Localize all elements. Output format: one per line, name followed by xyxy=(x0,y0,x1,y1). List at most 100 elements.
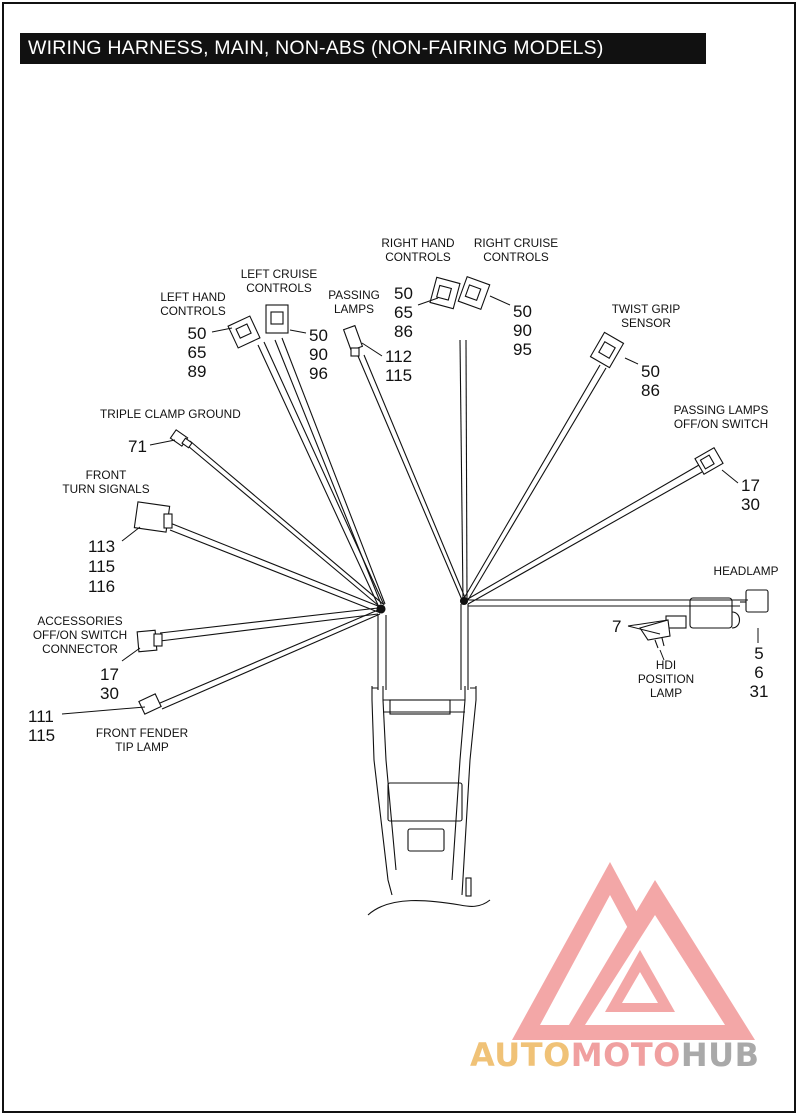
ref-number: 50 xyxy=(641,362,660,381)
leader-right-hand xyxy=(417,297,439,306)
accessories-switch-connector xyxy=(136,629,163,653)
passing-lamps-switch-connector xyxy=(694,446,724,476)
hdi-position-lamp-ref: 7 xyxy=(612,617,622,636)
hdi-position-lamp-label: HDI POSITION LAMP xyxy=(628,658,704,700)
left-hand-controls-refs: 50 65 89 xyxy=(180,324,214,381)
leader-passing-lamps xyxy=(361,342,383,357)
accessories-label-line1: ACCESSORIES xyxy=(37,614,123,628)
fender-tip-label-line1: FRONT FENDER xyxy=(95,726,189,740)
wire-passing-lamps xyxy=(357,354,467,601)
ref-number: 6 xyxy=(754,663,764,682)
right-cruise-label-line1: RIGHT CRUISE xyxy=(473,236,559,250)
ref-number: 5 xyxy=(754,644,764,663)
ref-number: 111 xyxy=(28,707,54,726)
headlamp-label: HEADLAMP xyxy=(713,564,779,578)
turn-signals-label-line2: TURN SIGNALS xyxy=(62,482,150,496)
watermark-logo-text: AUTOMOTOHUB xyxy=(470,1036,760,1074)
triple-clamp-ground-terminal xyxy=(169,429,193,449)
front-fender-tip-lamp-refs: 111 115 xyxy=(28,707,64,745)
accessories-switch-label: ACCESSORIES OFF/ON SWITCH CONNECTOR xyxy=(28,614,132,656)
ref-number: 65 xyxy=(394,303,413,322)
twist-grip-connector xyxy=(589,331,625,369)
frame-outline xyxy=(367,686,491,916)
right-hand-controls-refs: 50 65 86 xyxy=(394,284,424,341)
right-hand-label-line2: CONTROLS xyxy=(385,250,451,264)
passing-lamps-switch-refs: 17 30 xyxy=(741,476,771,514)
leader-accessories xyxy=(121,647,141,662)
ref-number: 50 xyxy=(187,324,207,343)
ref-number: 95 xyxy=(513,340,532,359)
turn-signals-label-line1: FRONT xyxy=(85,468,127,482)
leader-left-cruise xyxy=(289,329,307,334)
triple-clamp-ground-label: TRIPLE CLAMP GROUND xyxy=(100,407,241,421)
left-junction xyxy=(376,604,386,614)
ref-number: 50 xyxy=(309,326,328,345)
ref-number: 30 xyxy=(741,495,760,514)
watermark-moto: MOTO xyxy=(570,1036,681,1074)
wire-twist-grip xyxy=(462,364,607,601)
front-fender-tip-lamp-label: FRONT FENDER TIP LAMP xyxy=(88,726,196,754)
ref-number: 50 xyxy=(394,284,413,303)
right-cruise-connector xyxy=(457,275,491,311)
passing-lamps-switch-label: PASSING LAMPS OFF/ON SWITCH xyxy=(666,403,776,431)
right-cruise-controls-refs: 50 90 95 xyxy=(513,302,543,359)
ref-number: 115 xyxy=(385,366,413,385)
leader-twist-grip xyxy=(624,357,639,365)
passing-lamps-label-line1: PASSING xyxy=(328,288,380,302)
headlamp-refs: 5 6 31 xyxy=(746,644,772,701)
hdi-label-line1: HDI xyxy=(655,658,677,672)
left-hand-controls-label-line2: CONTROLS xyxy=(160,304,226,318)
passing-lamps-label-line2: LAMPS xyxy=(334,302,374,316)
left-hand-controls-label-line1: LEFT HAND xyxy=(160,290,226,304)
fender-tip-label-line2: TIP LAMP xyxy=(115,740,169,754)
ref-number: 30 xyxy=(100,684,119,703)
wire-passing-lamps-switch xyxy=(465,464,703,605)
twist-grip-label-line2: SENSOR xyxy=(621,316,671,330)
leader-right-cruise xyxy=(489,295,511,306)
left-cruise-controls-label: LEFT CRUISE CONTROLS xyxy=(236,267,322,295)
leader-hdi-a xyxy=(627,619,669,627)
harness-trunk-left xyxy=(377,615,387,690)
ref-number: 86 xyxy=(394,322,413,341)
left-cruise-label-line2: CONTROLS xyxy=(246,281,312,295)
ref-number: 113 xyxy=(88,537,116,556)
hdi-label-line3: LAMP xyxy=(649,686,683,700)
diagram-title: WIRING HARNESS, MAIN, NON-ABS (NON-FAIRI… xyxy=(20,33,706,64)
passing-switch-label-line1: PASSING LAMPS xyxy=(673,403,769,417)
right-cruise-label-line2: CONTROLS xyxy=(483,250,549,264)
hdi-position-lamp-body xyxy=(639,619,671,649)
right-junction xyxy=(459,596,469,606)
leader-turn-signals xyxy=(121,526,141,542)
leader-passing-switch xyxy=(721,469,739,484)
watermark-auto: AUTO xyxy=(470,1036,571,1074)
wire-front-turn-signals xyxy=(169,522,379,613)
accessories-label-line3: CONNECTOR xyxy=(42,642,118,656)
left-cruise-connector xyxy=(265,304,289,334)
leader-hdi-label xyxy=(659,649,665,661)
leader-triple-clamp xyxy=(149,439,176,446)
fender-tip-lamp-connector xyxy=(138,693,162,715)
right-hand-controls-connector xyxy=(429,276,461,310)
ref-number: 89 xyxy=(187,362,207,381)
watermark-logo-graphic xyxy=(512,862,755,1040)
leader-hdi-b xyxy=(627,625,661,635)
left-cruise-controls-refs: 50 90 96 xyxy=(309,326,339,383)
left-hand-controls-label: LEFT HAND CONTROLS xyxy=(150,290,236,318)
ref-number: 90 xyxy=(513,321,532,340)
watermark-hub: HUB xyxy=(680,1036,760,1074)
front-turn-signals-label: FRONT TURN SIGNALS xyxy=(58,468,154,496)
front-turn-signals-connector xyxy=(133,501,173,533)
leader-fender-tip xyxy=(61,706,146,715)
triple-clamp-ground-ref: 71 xyxy=(128,437,147,456)
passing-lamps-connector xyxy=(342,324,364,357)
ref-number: 116 xyxy=(88,577,116,596)
ref-number: 112 xyxy=(385,347,413,366)
accessories-label-line2: OFF/ON SWITCH xyxy=(32,628,128,642)
ref-number: 115 xyxy=(88,557,116,576)
harness-trunk-right xyxy=(460,604,469,690)
passing-lamps-label: PASSING LAMPS xyxy=(322,288,386,316)
leader-left-hand xyxy=(211,327,233,333)
wire-fender-tip xyxy=(159,609,381,710)
ref-number: 31 xyxy=(749,682,769,701)
